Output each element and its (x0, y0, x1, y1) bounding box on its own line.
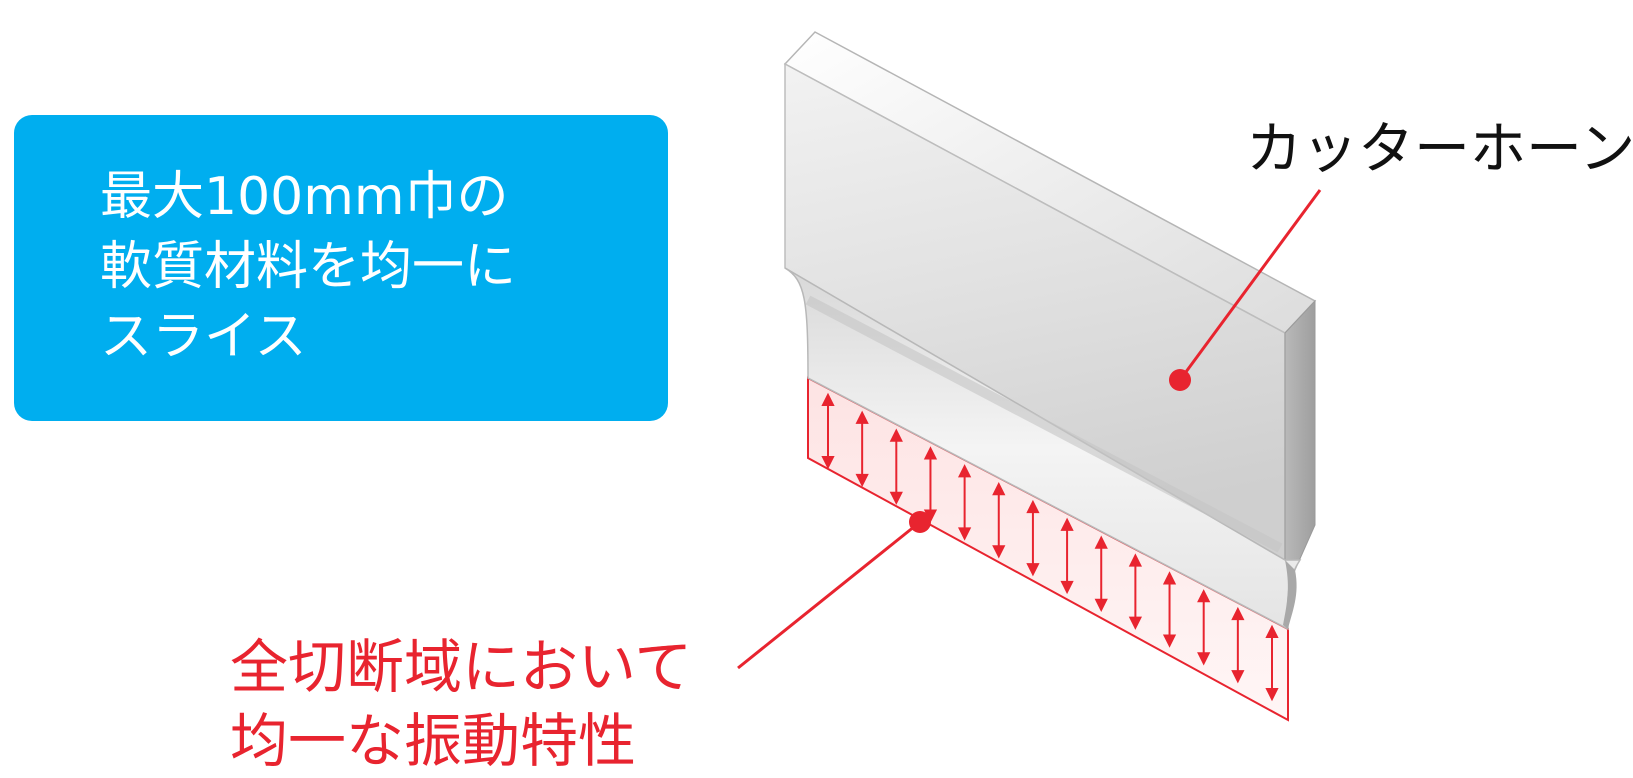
vibration-arrow-head-up (1026, 499, 1040, 514)
horn-groove-shade (805, 295, 1283, 553)
vibration-label: 全切断域において 均一な振動特性 (230, 630, 692, 778)
badge-line-2: 軟質材料を均一に (100, 237, 517, 297)
vibration-arrow-head-down (1162, 634, 1177, 648)
vibration-arrow-head-up (1231, 606, 1245, 621)
vibration-arrow-head-down (1265, 688, 1279, 702)
vibration-arrow-head-up (1162, 571, 1177, 585)
horn-label: カッターホーン (1246, 117, 1633, 182)
feature-badge (14, 115, 668, 421)
vibration-arrow-head-down (1197, 652, 1211, 666)
vibration-arrow-head-up (923, 446, 938, 460)
vibration-arrow-head-down (992, 545, 1006, 559)
vibration-arrow-head-down (1094, 598, 1108, 613)
horn-side-face (1284, 299, 1316, 571)
horn-callout-line (1178, 189, 1322, 381)
vibration-arrow-head-up (1060, 517, 1074, 531)
vibration-arrow-head-down (1128, 616, 1143, 630)
horn-blade-side (1283, 560, 1297, 629)
feature-badge-text: 最大100mm巾の 軟質材料を均一に スライス (100, 162, 660, 372)
vibration-arrow-head-down (889, 491, 903, 505)
vibration-arrow-head-up (889, 428, 903, 442)
vibration-label-line-2: 均一な振動特性 (230, 707, 637, 775)
vibration-arrow-head-down (1060, 580, 1074, 595)
vibration-arrow-head-up (1128, 553, 1143, 567)
vibration-arrow-head-up (992, 481, 1006, 496)
vibration-label-line-1: 全切断域において (230, 633, 693, 701)
vibration-arrow-head-down (821, 456, 835, 470)
vibration-arrow-head-down (1026, 563, 1040, 577)
horn-callout-dot (1169, 369, 1191, 391)
vibration-callout-dot (909, 511, 931, 533)
vibration-arrow-head-up (1197, 589, 1211, 603)
vibration-arrow-head-up (821, 392, 835, 406)
vibration-arrow-head-up (957, 464, 972, 478)
vibration-arrows (821, 392, 1279, 702)
vibration-arrow-head-up (1094, 535, 1108, 549)
badge-line-3: スライス (100, 307, 307, 367)
vibration-arrow-head-down (855, 473, 869, 488)
vibration-arrow-head-up (1265, 624, 1279, 638)
vibration-arrow-head-down (957, 527, 972, 541)
badge-line-1: 最大100mm巾の (100, 167, 509, 227)
vibration-arrow-head-up (855, 410, 869, 424)
vibration-callout-line (737, 520, 921, 670)
vibration-arrow-head-down (1231, 670, 1245, 684)
